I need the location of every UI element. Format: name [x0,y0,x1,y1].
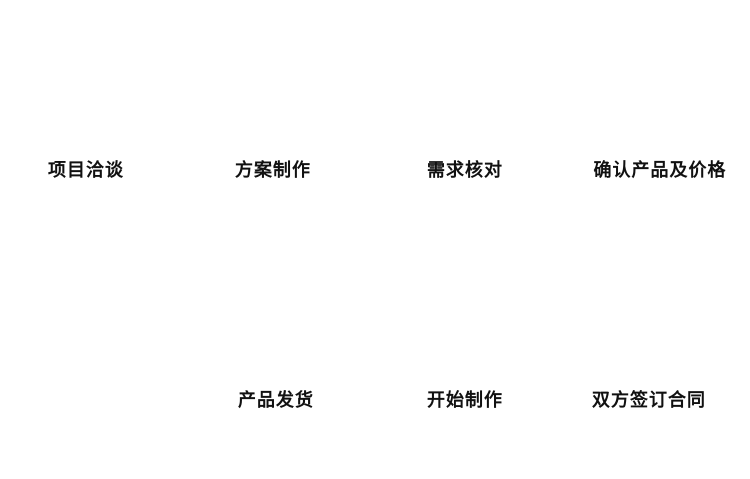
step-label-confirm-product-price: 确认产品及价格 [593,160,727,181]
step-label-plan-creation: 方案制作 [235,160,311,181]
step-label-requirement-check: 需求核对 [427,160,503,181]
step-label-sign-contract: 双方签订合同 [592,390,706,411]
step-label-project-discussion: 项目洽谈 [48,160,124,181]
step-label-start-production: 开始制作 [427,390,503,411]
step-label-product-shipment: 产品发货 [238,390,314,411]
